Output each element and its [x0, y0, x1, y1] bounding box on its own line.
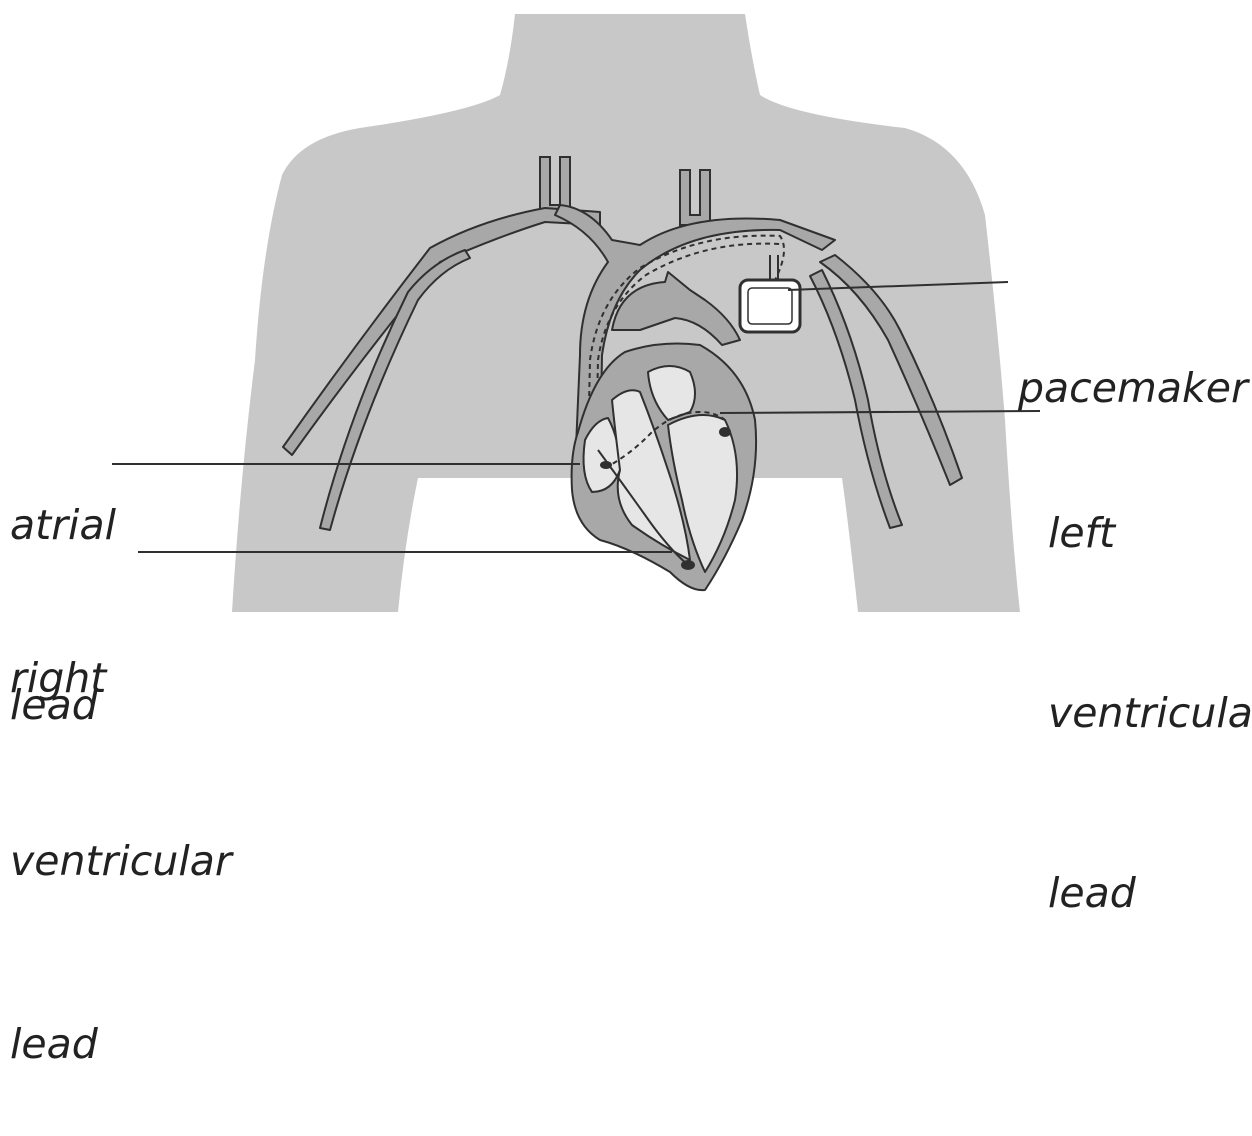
right-ventricular-lead-label-line-2: ventricular: [10, 831, 232, 892]
left-ventricular-lead-label-line-2: ventricular: [1048, 683, 1252, 743]
right-ventricular-lead-label-line-1: right: [10, 648, 232, 709]
right-ventricular-lead-label: right ventricular lead: [10, 526, 232, 1136]
left-ventricular-lead-tip: [720, 428, 730, 436]
right-ventricular-lead-label-line-3: lead: [10, 1014, 232, 1075]
left-ventricular-lead-label-line-1: left: [1048, 503, 1252, 563]
left-ventricular-lead-label-line-3: lead: [1048, 863, 1252, 923]
left-ventricular-lead-label: left ventricular lead: [1048, 383, 1252, 983]
